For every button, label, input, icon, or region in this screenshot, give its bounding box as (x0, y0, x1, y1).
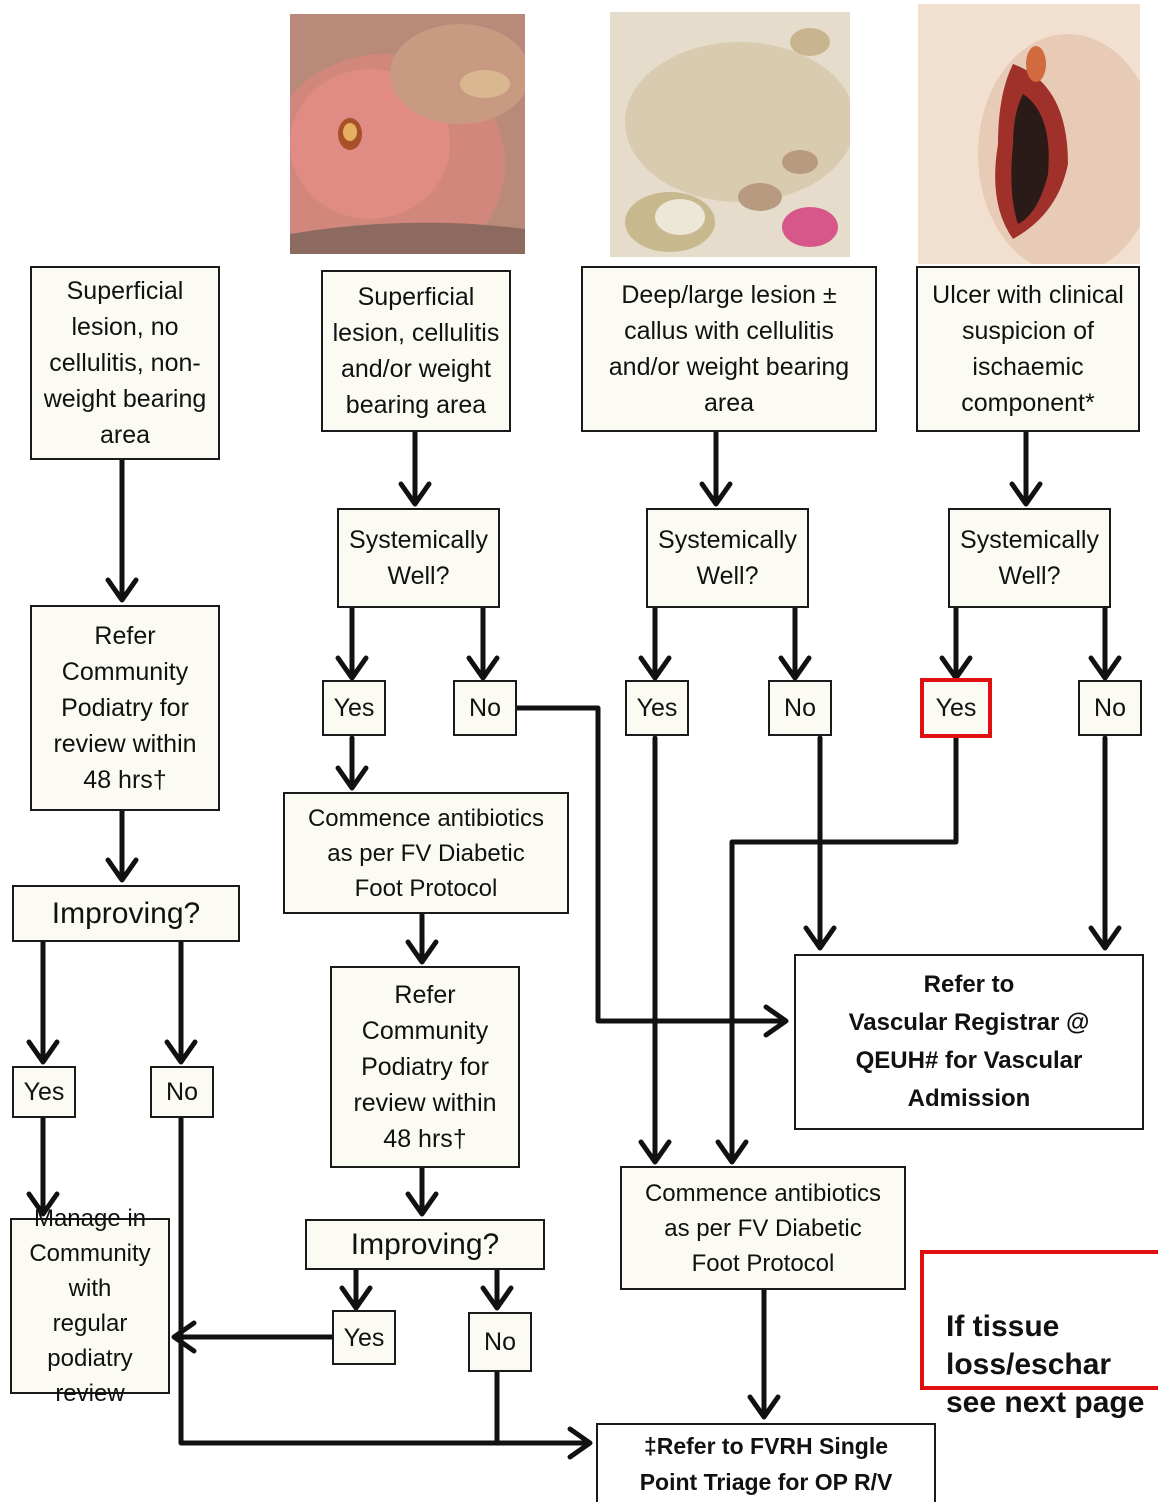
category-superficial-cellulitis-text: Superficial lesion, cellulitis and/or we… (332, 283, 500, 419)
refer-community-podiatry-2-text: Refer Community Podiatry for review with… (353, 981, 497, 1153)
photo-deep-lesion (610, 12, 850, 257)
category-ischaemic-ulcer: Ulcer with clinical suspicion of ischaem… (916, 266, 1140, 432)
commence-antibiotics-3: Commence antibiotics as per FV Diabetic … (620, 1166, 906, 1290)
category-superficial-cellulitis: Superficial lesion, cellulitis and/or we… (321, 270, 511, 432)
systemic-yes-2: Yes (322, 680, 386, 736)
systemically-well-3-text: Systemically Well? (658, 526, 797, 590)
category-deep-lesion-text: Deep/large lesion ± callus with cellulit… (608, 281, 850, 417)
refer-community-podiatry-2: Refer Community Podiatry for review with… (330, 966, 520, 1168)
systemically-well-2: Systemically Well? (337, 508, 500, 608)
category-deep-lesion: Deep/large lesion ± callus with cellulit… (581, 266, 877, 432)
tissue-loss-note-text: If tissue loss/eschar see next page (946, 1310, 1145, 1419)
manage-in-community-text: Manage in Community with regular podiatr… (29, 1205, 151, 1407)
commence-antibiotics-2-text: Commence antibiotics as per FV Diabetic … (307, 804, 545, 902)
commence-antibiotics-3-text: Commence antibiotics as per FV Diabetic … (644, 1179, 882, 1277)
systemic-no-4: No (1078, 680, 1142, 736)
systemic-yes-4-text: Yes (935, 694, 977, 722)
refer-community-podiatry-1: Refer Community Podiatry for review with… (30, 605, 220, 811)
systemically-well-4: Systemically Well? (948, 508, 1111, 608)
refer-community-podiatry-1-text: Refer Community Podiatry for review with… (53, 622, 197, 794)
tissue-loss-note: If tissue loss/eschar see next page (920, 1250, 1158, 1419)
improving-no-2-text: No (484, 1328, 516, 1356)
systemic-no-4-text: No (1094, 694, 1126, 722)
systemic-no-2-text: No (469, 694, 501, 722)
manage-in-community: Manage in Community with regular podiatr… (10, 1205, 170, 1407)
improving-yes-1: Yes (12, 1066, 76, 1118)
systemic-no-2: No (453, 680, 517, 736)
photo-superficial-cellulitis (290, 14, 525, 254)
category-superficial-no-cellulitis-text: Superficial lesion, no cellulitis, non- … (43, 277, 207, 449)
systemic-yes-2-text: Yes (333, 694, 375, 722)
improving-yes-2: Yes (332, 1310, 396, 1365)
photo-ischaemic-ulcer (918, 4, 1140, 264)
improving-question-2-text: Improving? (350, 1227, 500, 1261)
systemically-well-2-text: Systemically Well? (349, 526, 488, 590)
improving-question-1: Improving? (12, 885, 240, 942)
systemic-yes-3: Yes (625, 680, 689, 736)
improving-yes-1-text: Yes (23, 1078, 65, 1106)
improving-no-2: No (468, 1312, 532, 1372)
category-ischaemic-ulcer-text: Ulcer with clinical suspicion of ischaem… (932, 281, 1124, 417)
systemically-well-4-text: Systemically Well? (960, 526, 1099, 590)
refer-vascular-registrar-text: Refer to Vascular Registrar @ QEUH# for … (848, 971, 1090, 1112)
improving-question-1-text: Improving? (51, 896, 201, 930)
refer-vascular-registrar: Refer to Vascular Registrar @ QEUH# for … (794, 954, 1144, 1130)
refer-single-point-triage-text: ‡Refer to FVRH Single Point Triage for O… (639, 1432, 893, 1495)
improving-no-1: No (150, 1066, 214, 1118)
commence-antibiotics-2: Commence antibiotics as per FV Diabetic … (283, 792, 569, 914)
improving-no-1-text: No (166, 1078, 198, 1106)
category-superficial-no-cellulitis: Superficial lesion, no cellulitis, non- … (30, 266, 220, 460)
improving-yes-2-text: Yes (343, 1323, 385, 1352)
improving-question-2: Improving? (305, 1219, 545, 1270)
systemic-no-3-text: No (784, 694, 816, 722)
refer-single-point-triage: ‡Refer to FVRH Single Point Triage for O… (596, 1423, 936, 1502)
systemic-yes-4-highlighted: Yes (920, 678, 992, 738)
systemic-yes-3-text: Yes (636, 694, 678, 722)
systemic-no-3: No (768, 680, 832, 736)
systemically-well-3: Systemically Well? (646, 508, 809, 608)
